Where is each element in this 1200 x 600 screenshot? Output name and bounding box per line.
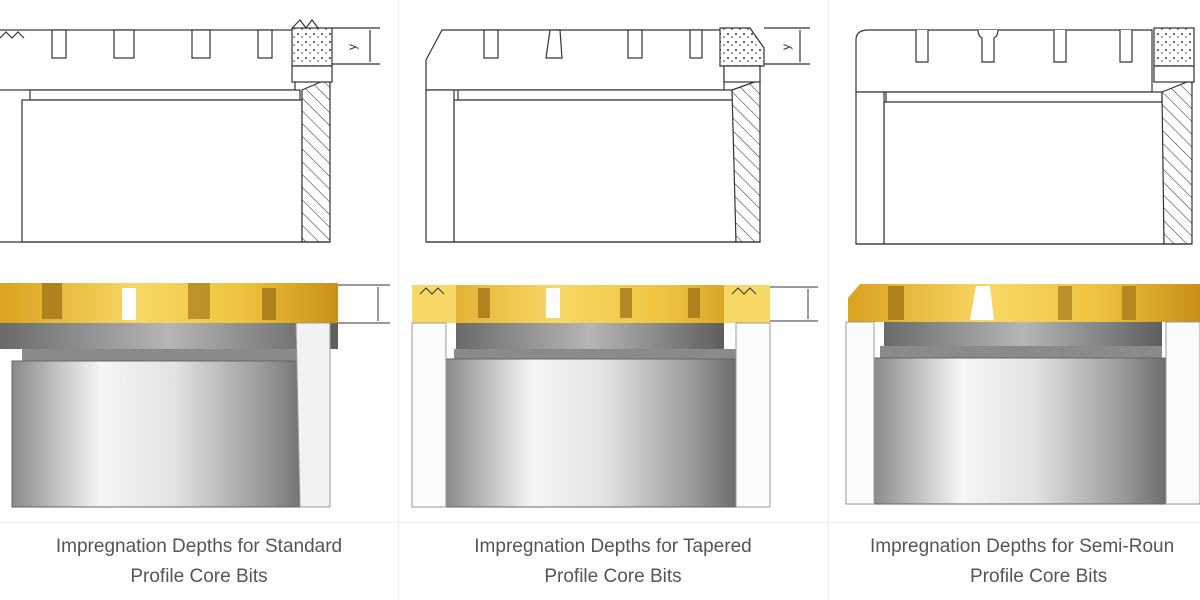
caption-semi-round-line2: Profile Core Bits [970, 566, 1108, 587]
standard-profile-drawing: y [0, 19, 390, 508]
semi-round-profile-drawing [845, 27, 1200, 505]
tapered-line-drawing [425, 27, 810, 243]
standard-line-drawing [0, 19, 380, 243]
standard-rendered-bit [0, 283, 390, 508]
tapered-profile-column: y Impregnation D [398, 0, 828, 600]
semi-round-rendered-bit [845, 284, 1200, 505]
column-divider-1 [398, 0, 399, 600]
standard-profile-column: y Impregnation Depths for Standard Profi… [0, 0, 398, 600]
tapered-rendered-bit [411, 285, 818, 508]
semi-round-line-drawing [855, 27, 1195, 245]
caption-standard: Impregnation Depths for Standard Profile… [0, 532, 398, 592]
caption-semi-round-line1: Impregnation Depths for Semi-Roun [870, 536, 1175, 557]
caption-standard-line2: Profile Core Bits [130, 566, 268, 587]
dimension-y-label-1: y [345, 44, 359, 50]
tapered-profile-drawing: y [411, 27, 818, 508]
caption-semi-round: Impregnation Depths for Semi-Roun Profil… [870, 532, 1200, 592]
semi-round-profile-column: Impregnation Depths for Semi-Roun Profil… [828, 0, 1200, 600]
caption-tapered-line1: Impregnation Depths for Tapered [474, 536, 752, 557]
caption-tapered: Impregnation Depths for Tapered Profile … [398, 532, 828, 592]
column-divider-2 [828, 0, 829, 600]
caption-tapered-line2: Profile Core Bits [544, 566, 682, 587]
caption-standard-line1: Impregnation Depths for Standard [55, 536, 343, 557]
caption-divider [0, 522, 1200, 523]
dimension-y-label-2: y [779, 44, 793, 50]
